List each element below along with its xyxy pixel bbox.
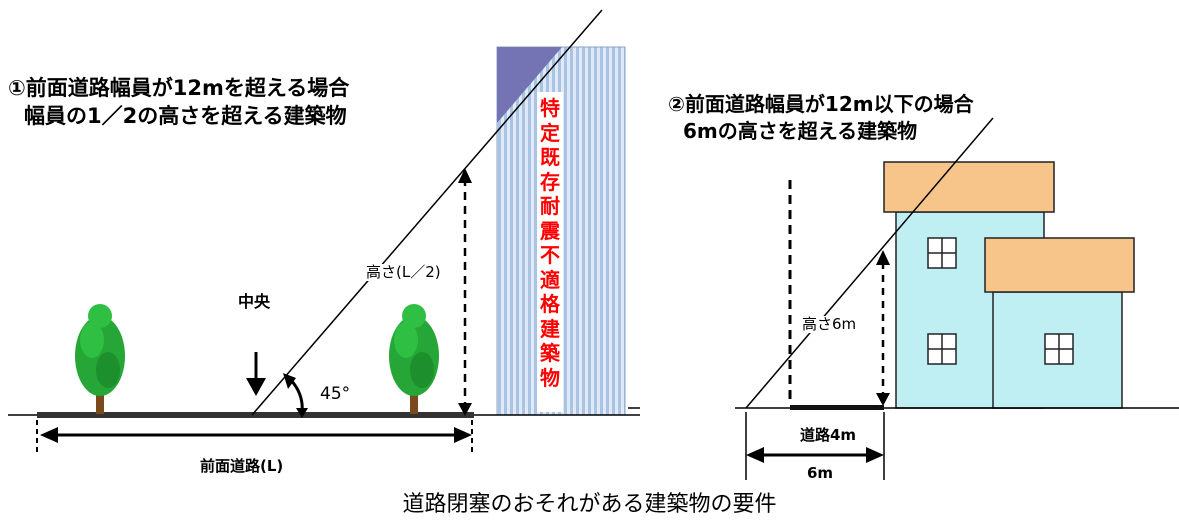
down-arrow-icon: [246, 352, 266, 396]
angle-label: 45°: [320, 384, 351, 404]
road-label-right: 道路4m: [800, 426, 857, 444]
slope-line-45: [251, 9, 603, 416]
six-m-label: 6m: [807, 464, 834, 482]
center-label: 中央: [238, 292, 271, 311]
right-heading-line2: 6mの高さを超える建築物: [683, 119, 918, 143]
house-front-roof: [984, 237, 1135, 293]
house-back-roof: [883, 161, 1055, 213]
height-label-left: 高さ(L／2): [366, 263, 441, 281]
angle-arc-icon: [283, 373, 308, 418]
window-icon: [927, 237, 957, 269]
road-width-label: 前面道路(L): [200, 457, 284, 475]
tree-icon: [389, 304, 439, 414]
slope-line-right: [745, 117, 994, 409]
left-heading-line2: 幅員の1／2の高さを超える建築物: [24, 104, 347, 128]
exceeding-height-triangle: [497, 47, 562, 123]
tree-icon: [75, 304, 125, 414]
right-heading-line1: ②前面道路幅員が12m以下の場合: [668, 92, 974, 116]
front-road: [37, 412, 474, 418]
diagram-caption: 道路閉塞のおそれがある建築物の要件: [402, 492, 777, 517]
left-heading-line1: ①前面道路幅員が12mを超える場合: [8, 76, 350, 100]
height-label-right: 高さ6m: [802, 315, 857, 333]
road-right: [790, 405, 884, 410]
building-label-vertical: 特定既存耐震不適格建築物: [537, 92, 563, 412]
window-icon: [1044, 333, 1074, 365]
window-icon: [927, 333, 957, 365]
